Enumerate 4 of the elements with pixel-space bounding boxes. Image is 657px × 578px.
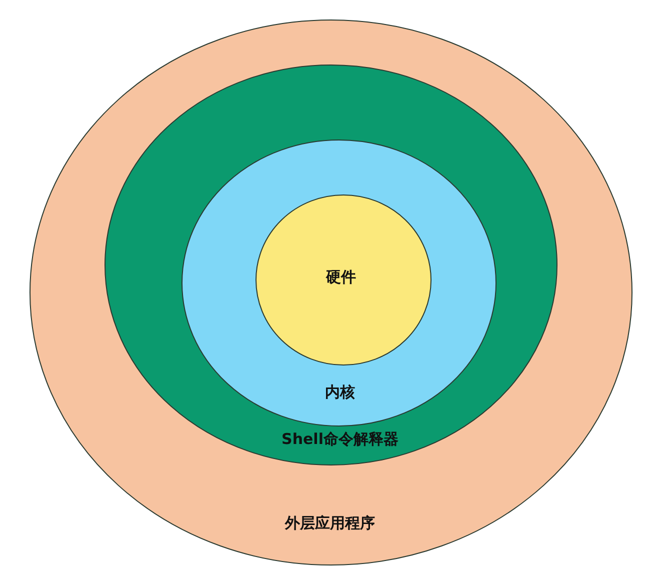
layer-label: 外层应用程序 [285, 514, 375, 532]
layer-label: Shell命令解释器 [282, 430, 398, 448]
layer-label: 硬件 [326, 268, 356, 286]
layer-label: 内核 [325, 383, 355, 401]
